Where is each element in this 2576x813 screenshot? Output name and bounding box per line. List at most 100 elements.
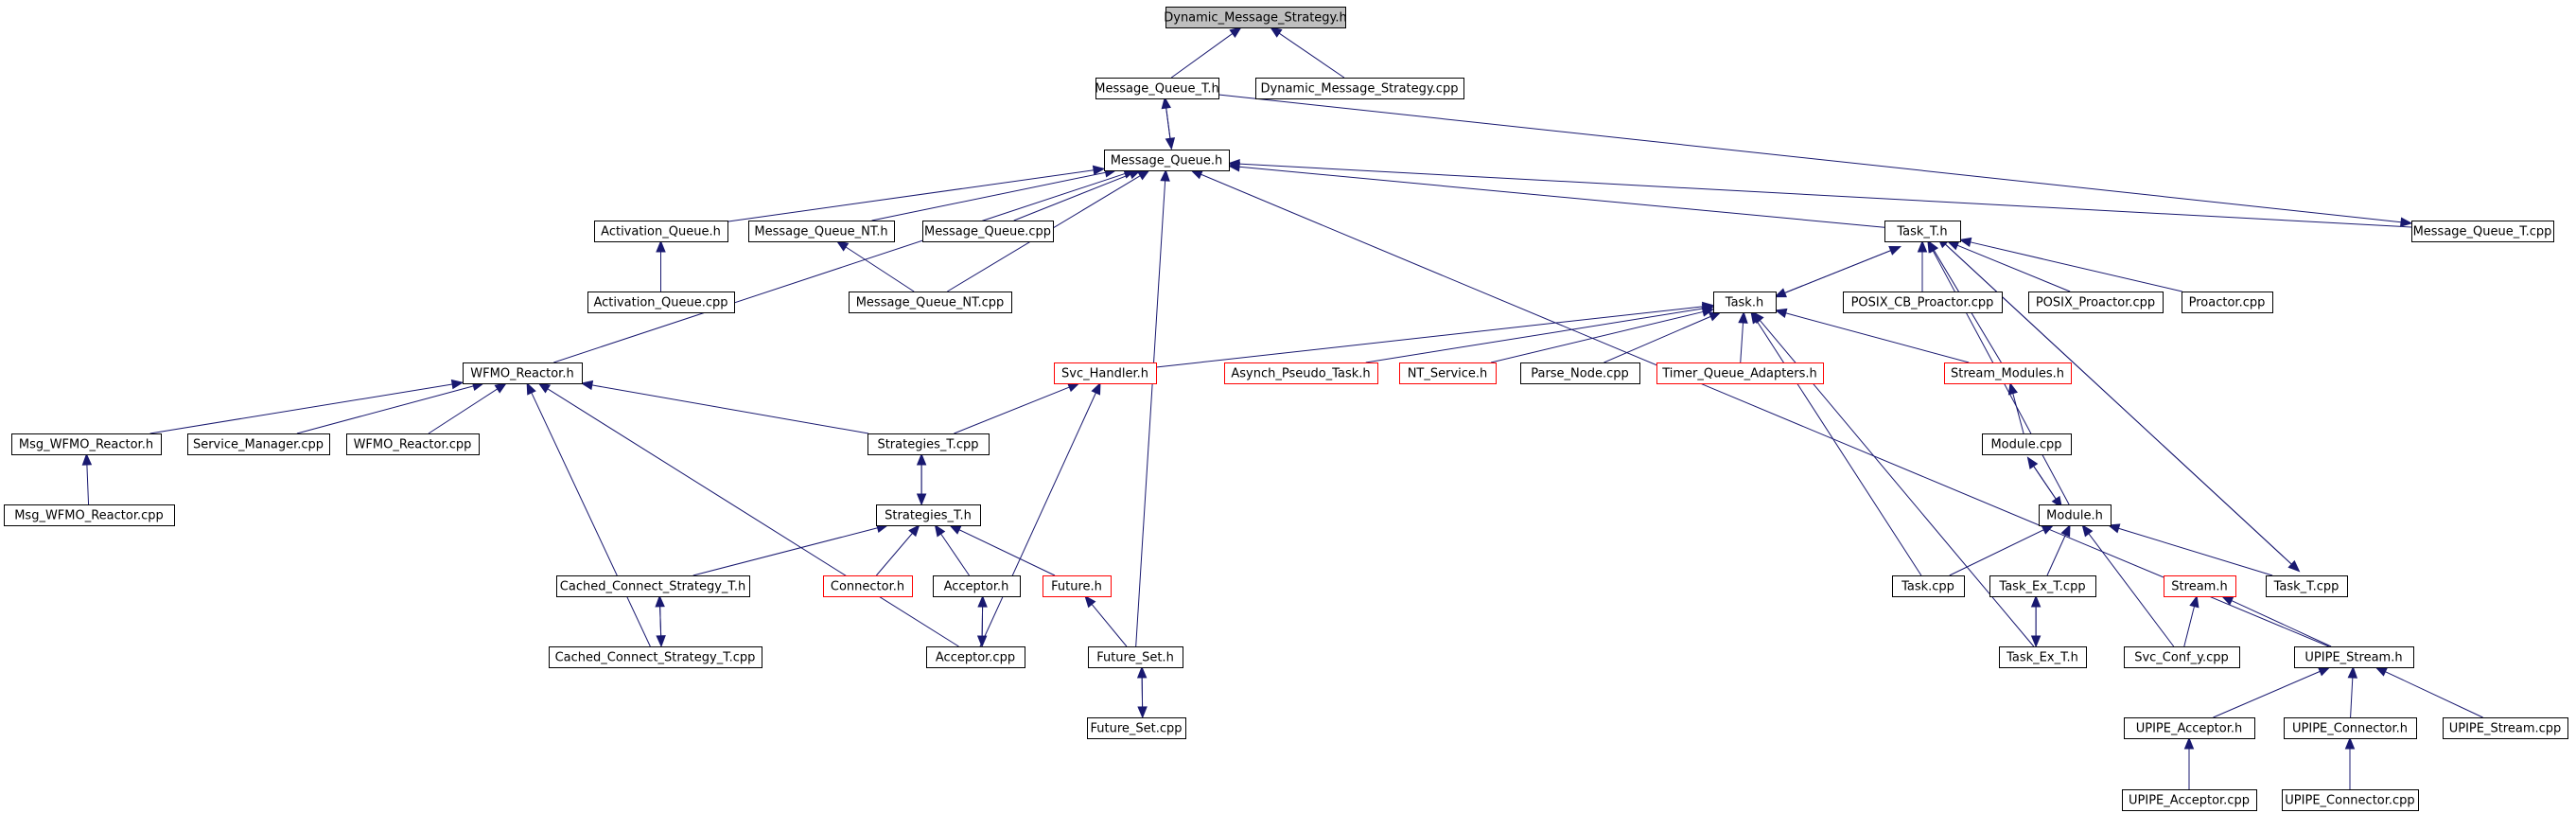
edge-line [1365,308,1704,363]
node-label: Activation_Queue.h [601,225,721,239]
edge-n_proactor-to-n_taskt_h [1958,237,2182,292]
node-mqt-h[interactable]: Message_Queue_T.h [1095,78,1219,99]
node-ccs-h[interactable]: Cached_Connect_Strategy_T.h [556,575,750,597]
node-layer: Dynamic_Message_Strategy.hMessage_Queue_… [4,7,2568,811]
node-mqnt-h[interactable]: Message_Queue_NT.h [748,221,895,242]
edge-n_task_cpp-to-n_task_h [1750,310,1922,576]
node-sm-h[interactable]: Stream_Modules.h [1944,362,2072,384]
node-label: Parse_Node.cpp [1531,367,1629,381]
edge-line [1603,315,1711,363]
edge-n_mqt_cpp-to-n_mq_h [1227,158,2412,228]
node-mq-h[interactable]: Message_Queue.h [1104,150,1230,171]
arrowhead-icon [948,524,962,535]
node-box [1884,221,1961,242]
node-upipes-h[interactable]: UPIPE_Stream.h [2294,646,2414,668]
node-box [2124,717,2255,739]
node-tqa[interactable]: Timer_Queue_Adapters.h [1656,362,1824,384]
node-upipea-h[interactable]: UPIPE_Acceptor.h [2124,717,2255,739]
node-label: NT_Service.h [1408,367,1488,381]
node-acc-h[interactable]: Acceptor.h [933,575,1021,597]
node-svcconf[interactable]: Svc_Conf_y.cpp [2124,646,2240,668]
node-mq-cpp[interactable]: Message_Queue.cpp [922,221,1054,242]
node-apt[interactable]: Asynch_Pseudo_Task.h [1224,362,1378,384]
arrowhead-icon [1229,27,1242,38]
node-msgwfmo-cpp[interactable]: Msg_WFMO_Reactor.cpp [4,504,175,526]
arrowhead-icon [1270,27,1283,38]
node-fs-h[interactable]: Future_Set.h [1088,646,1183,668]
edge-n_module_cpp-to-n_sm_h [2007,381,2024,434]
arrowhead-icon [2081,523,2094,538]
node-upipea-cpp[interactable]: UPIPE_Acceptor.cpp [2122,789,2257,811]
node-stream-h[interactable]: Stream.h [2164,575,2236,597]
arrowhead-icon [976,635,988,648]
node-upipec-cpp[interactable]: UPIPE_Connector.cpp [2282,789,2419,811]
edge-n_aq_cpp-to-n_aq_h [656,239,666,292]
node-taskt-cpp[interactable]: Task_T.cpp [2266,575,2348,597]
edge-n_posixp-to-n_taskt_h [1946,240,2071,292]
node-upipes-cpp[interactable]: UPIPE_Stream.cpp [2443,717,2568,739]
node-parse[interactable]: Parse_Node.cpp [1520,362,1640,384]
node-box [1224,362,1378,384]
arrowhead-icon [537,382,552,394]
node-box [2282,789,2419,811]
edge-n_svcmgr-to-n_wfmo_h [296,380,485,434]
edge-line [876,533,913,576]
node-module-cpp[interactable]: Module.cpp [1982,433,2072,455]
edge-line [1740,322,1744,363]
node-conn-h[interactable]: Connector.h [823,575,913,597]
node-box [1104,150,1230,171]
edge-n_acc_h-to-n_acc_cpp [976,596,988,648]
node-taskt-h[interactable]: Task_T.h [1884,221,1961,242]
node-box [2039,504,2112,526]
node-svch[interactable]: Svc_Handler.h [1054,362,1157,384]
node-label: Dynamic_Message_Strategy.cpp [1261,82,1459,97]
edge-n_conn_h-to-n_strat_h [876,523,920,576]
edge-line [1949,529,2044,576]
edge-line [2118,527,2273,576]
edge-n_apt-to-n_task_h [1365,303,1715,363]
node-fs-cpp[interactable]: Future_Set.cpp [1087,717,1186,739]
node-posixp[interactable]: POSIX_Proactor.cpp [2028,292,2164,313]
edge-line [1490,310,1704,363]
node-label: UPIPE_Stream.cpp [2449,722,2562,736]
arrowhead-icon [908,523,920,538]
node-module-h[interactable]: Module.h [2039,504,2112,526]
node-acc-cpp[interactable]: Acceptor.cpp [926,646,1025,668]
node-proactor[interactable]: Proactor.cpp [2182,292,2273,313]
edge-n_ccs_cpp-to-n_wfmo_h [526,381,651,647]
node-upipec-h[interactable]: UPIPE_Connector.h [2284,717,2417,739]
edge-n_module_cpp-to-n_module_h [2027,457,2063,509]
node-taskex-h[interactable]: Task_Ex_T.h [1999,646,2087,668]
node-taskex-cpp[interactable]: Task_Ex_T.cpp [1989,575,2096,597]
arrowhead-icon [656,239,666,253]
node-box [926,646,1025,668]
node-wfmo-cpp[interactable]: WFMO_Reactor.cpp [346,433,480,455]
node-dms-cpp[interactable]: Dynamic_Message_Strategy.cpp [1255,78,1464,99]
node-aq-cpp[interactable]: Activation_Queue.cpp [587,292,735,313]
node-dms-h[interactable]: Dynamic_Message_Strategy.h [1164,7,1347,28]
node-box [1399,362,1497,384]
node-aq-h[interactable]: Activation_Queue.h [594,221,728,242]
node-posixcb[interactable]: POSIX_CB_Proactor.cpp [1843,292,2003,313]
node-box [2443,717,2568,739]
arrowhead-icon [580,380,594,391]
node-wfmo-h[interactable]: WFMO_Reactor.h [463,362,583,384]
node-mqt-cpp[interactable]: Message_Queue_T.cpp [2411,221,2554,242]
node-strat-h[interactable]: Strategies_T.h [876,504,981,526]
node-svcmgr[interactable]: Service_Manager.cpp [187,433,330,455]
arrowhead-icon [1774,288,1787,298]
node-ccs-cpp[interactable]: Cached_Connect_Strategy_T.cpp [549,646,762,668]
node-task-h[interactable]: Task.h [1713,292,1777,313]
node-nts[interactable]: NT_Service.h [1399,362,1497,384]
node-strat-cpp[interactable]: Strategies_T.cpp [867,433,990,455]
node-msgwfmo-h[interactable]: Msg_WFMO_Reactor.h [11,433,162,455]
node-mqnt-cpp[interactable]: Message_Queue_NT.cpp [849,292,1012,313]
node-future-h[interactable]: Future.h [1043,575,1112,597]
edge-line [1164,97,1171,139]
edge-line [1200,173,2329,647]
node-task-cpp[interactable]: Task.cpp [1892,575,1965,597]
edge-n_taskex_cpp-to-n_module_h [2046,523,2071,576]
node-label: Proactor.cpp [2189,296,2266,310]
node-label: Acceptor.cpp [936,651,1015,665]
node-label: Acceptor.h [944,580,1009,594]
